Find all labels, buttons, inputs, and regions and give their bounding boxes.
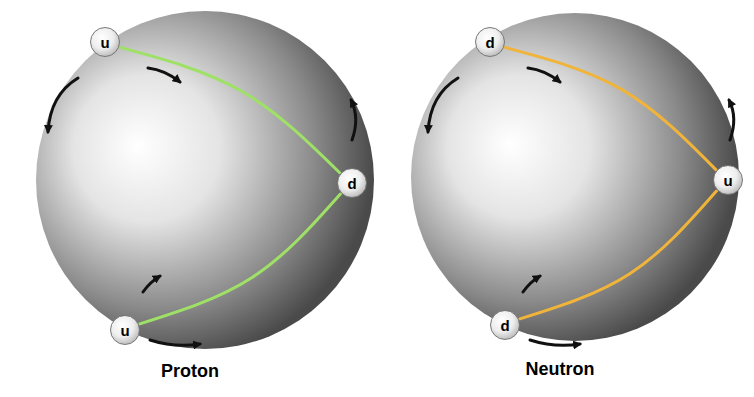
rotation-arrow xyxy=(729,100,734,140)
quark-ball: u xyxy=(110,315,140,345)
sphere-shape xyxy=(35,10,375,350)
quark-letter: d xyxy=(485,35,494,50)
quark-ball: d xyxy=(490,310,520,340)
particle-sphere: Protonudu xyxy=(35,10,375,350)
rotation-arrow xyxy=(143,276,160,292)
sphere-shape xyxy=(410,12,740,342)
rotation-arrow xyxy=(523,276,540,292)
gluon-line xyxy=(120,47,340,172)
rotation-arrow xyxy=(351,100,356,140)
quark-letter: u xyxy=(120,323,129,338)
particle-name: Neutron xyxy=(523,358,598,380)
rotation-arrow xyxy=(428,78,458,132)
quark-letter: d xyxy=(347,176,356,191)
rotation-arrow xyxy=(528,68,560,82)
gluon-line xyxy=(505,47,716,169)
quark-letter: u xyxy=(723,173,732,188)
particle-name: Proton xyxy=(158,360,222,382)
proton-arrows xyxy=(48,68,356,345)
particle-sphere: Neutrondud xyxy=(410,12,740,342)
quark-ball: d xyxy=(337,168,367,198)
quark-ball: u xyxy=(713,165,743,195)
rotation-arrow xyxy=(48,78,78,132)
quark-ball: d xyxy=(475,27,505,57)
quark-letter: d xyxy=(500,318,509,333)
quark-letter: u xyxy=(100,35,109,50)
rotation-arrow xyxy=(530,340,580,345)
quark-ball: u xyxy=(90,27,120,57)
gluon-line xyxy=(520,191,717,319)
neutron-arrows xyxy=(428,68,734,345)
sphere-body xyxy=(411,13,739,341)
sphere-body xyxy=(36,11,374,349)
rotation-arrow xyxy=(148,68,180,82)
gluon-line xyxy=(140,194,341,324)
rotation-arrow xyxy=(150,340,200,345)
